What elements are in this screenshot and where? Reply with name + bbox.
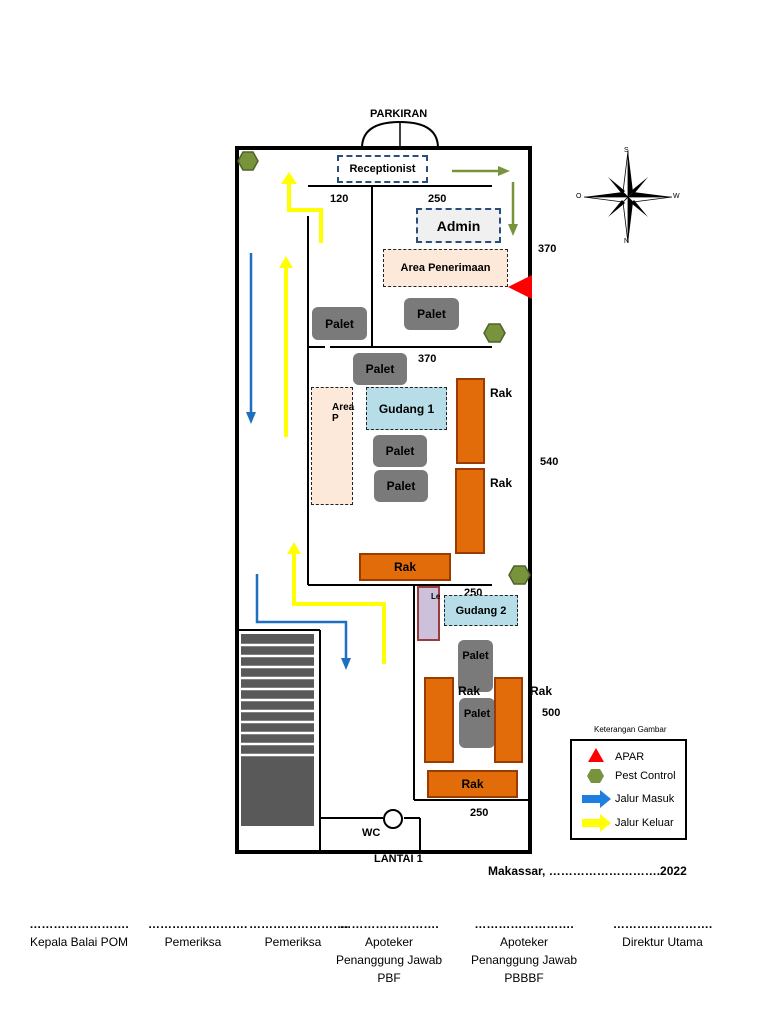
signer-role: Apoteker — [364, 935, 414, 949]
city-date: Makassar, ……………………….2022 — [488, 864, 687, 878]
exit-route-arrows — [284, 180, 386, 664]
area-p-label: Area P — [332, 402, 355, 424]
signature-line: ……………………. — [29, 917, 129, 931]
gudang-1: Gudang 1 — [366, 387, 447, 430]
signer-apoteker-pbf: ……………………. Apoteker Penanggung Jawab PBF — [330, 915, 448, 987]
palet-3: Palet — [353, 353, 407, 385]
staircase — [241, 634, 314, 826]
dim-370-mid: 370 — [418, 353, 437, 365]
signer-role-3: PBBBF — [504, 971, 544, 985]
compass-w: W — [673, 193, 680, 200]
signer-role-3: PBF — [377, 971, 401, 985]
signature-line: ……………………. — [148, 917, 248, 931]
legend-keluar-icon — [582, 814, 611, 832]
apar-marker — [508, 275, 532, 299]
lantai-label: LANTAI 1 — [374, 853, 423, 865]
rak-4-label: Rak — [458, 684, 481, 698]
palet-6-label: Palet — [462, 650, 489, 662]
legend-title: Keterangan Gambar — [594, 725, 667, 734]
dim-250-top: 250 — [428, 193, 447, 205]
signature-line: ……………………. — [474, 917, 574, 931]
legend-apar-icon — [588, 748, 604, 762]
rak-5 — [494, 677, 523, 763]
dim-370-right: 370 — [538, 243, 557, 255]
palet-1: Palet — [312, 307, 367, 340]
dim-500: 500 — [542, 707, 561, 719]
signature-line: ……………………. — [339, 917, 439, 931]
outer-wall — [235, 146, 532, 854]
compass-icon — [583, 150, 673, 244]
signer-role: Direktur Utama — [622, 935, 703, 949]
signer-role: Kepala Balai POM — [29, 935, 129, 949]
rak-3: Rak — [359, 553, 451, 581]
entry-route-arrows — [249, 253, 348, 660]
compass-o: O — [576, 193, 582, 200]
interior-walls — [237, 185, 530, 852]
rak-2-label: Rak — [490, 476, 513, 490]
legend-pest-icon — [587, 769, 604, 783]
palet-5: Palet — [374, 470, 428, 502]
rak-6: Rak — [427, 770, 518, 798]
rak-5-label: Rak — [530, 684, 553, 698]
area-p: Area P — [311, 387, 355, 505]
signer-pemeriksa-2: ……………………. Pemeriksa — [249, 915, 349, 951]
signature-line: ……………………. — [249, 917, 349, 931]
compass-s: S — [624, 147, 629, 154]
dim-120: 120 — [330, 193, 349, 205]
wc-door — [383, 809, 403, 829]
dim-540: 540 — [540, 456, 559, 468]
palet-7-label: Palet — [463, 708, 491, 720]
legend-pest-label: Pest Control — [615, 770, 676, 782]
signer-role: Pemeriksa — [264, 935, 322, 949]
lemari-label: Le — [431, 592, 441, 601]
receptionist-area: Receptionist — [337, 155, 428, 183]
compass-n: N — [624, 238, 630, 245]
signer-direktur: ……………………. Direktur Utama — [605, 915, 720, 951]
green-arrows — [452, 169, 515, 226]
signer-kepala: ……………………. Kepala Balai POM — [20, 915, 138, 951]
signer-apoteker-pbbbf: ……………………. Apoteker Penanggung Jawab PBBB… — [460, 915, 588, 987]
rak-2 — [455, 468, 485, 554]
legend-masuk-label: Jalur Masuk — [615, 793, 675, 805]
legend-keluar-label: Jalur Keluar — [615, 817, 674, 829]
pest-control-markers — [237, 151, 531, 585]
palet-6: Palet — [458, 640, 493, 692]
palet-4: Palet — [373, 435, 427, 467]
legend-masuk-icon — [582, 790, 611, 808]
rak-1-label: Rak — [490, 386, 513, 400]
lemari: Le — [417, 586, 440, 641]
parkiran-label: PARKIRAN — [370, 108, 428, 120]
dim-250-bottom: 250 — [470, 807, 489, 819]
signature-line: ……………………. — [612, 917, 713, 931]
gudang-2: Gudang 2 — [444, 595, 518, 626]
wc-label: WC — [362, 827, 381, 839]
rak-4 — [424, 677, 454, 763]
area-penerimaan: Area Penerimaan — [383, 249, 508, 287]
palet-7: Palet — [459, 698, 495, 748]
palet-2: Palet — [404, 298, 459, 330]
signer-role: Apoteker — [499, 935, 549, 949]
admin-area: Admin — [416, 208, 501, 243]
legend-apar-label: APAR — [615, 751, 645, 763]
rak-1 — [456, 378, 485, 464]
signer-role-2: Penanggung Jawab — [335, 953, 443, 967]
signer-role-2: Penanggung Jawab — [470, 953, 578, 967]
signer-pemeriksa-1: ……………………. Pemeriksa — [148, 915, 248, 951]
signer-role: Pemeriksa — [164, 935, 222, 949]
